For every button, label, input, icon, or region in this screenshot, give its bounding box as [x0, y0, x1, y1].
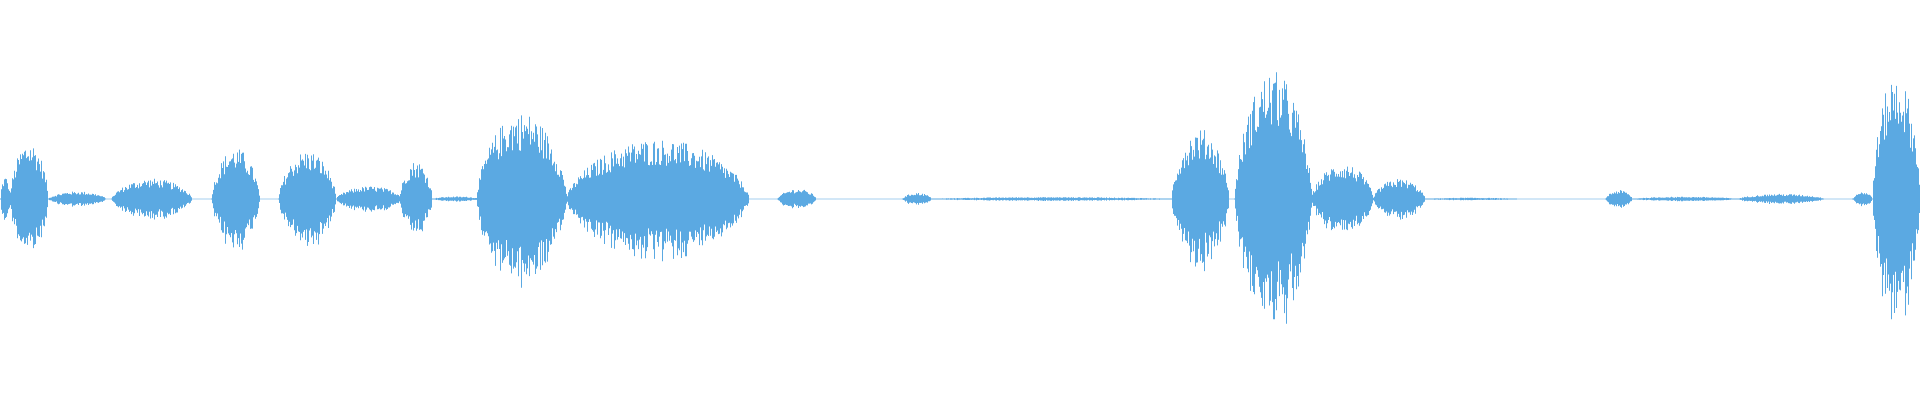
waveform-bars: [931, 197, 1172, 201]
waveform-bars: [48, 191, 106, 207]
waveform-bars: [9, 148, 48, 249]
waveform-bars: [1632, 196, 1738, 202]
waveform-segment: [399, 163, 432, 232]
waveform-bars: [1852, 192, 1872, 207]
waveform-bars: [1171, 130, 1229, 272]
waveform-bars: [399, 163, 432, 232]
waveform-bars: [432, 196, 480, 202]
waveform-bars: [1234, 72, 1312, 324]
waveform-segment: [432, 196, 480, 202]
waveform-segment: [931, 197, 1172, 201]
waveform-segment: [1311, 166, 1373, 231]
waveform-segment: [1737, 193, 1824, 204]
waveform-bars: [336, 186, 404, 212]
waveform-segment: [777, 189, 816, 209]
waveform-bars: [1424, 197, 1517, 201]
waveform-segment: [902, 193, 932, 205]
waveform-segment: [1424, 197, 1517, 201]
waveform-bars: [278, 153, 336, 246]
waveform-bars: [476, 115, 567, 288]
waveform-bars: [1372, 179, 1425, 220]
waveform-segment: [48, 191, 106, 207]
waveform-bars: [902, 193, 932, 205]
waveform-bars: [0, 178, 10, 220]
waveform-segment: [1852, 192, 1872, 207]
waveform-segment: [476, 115, 567, 288]
waveform-bars: [1872, 84, 1920, 320]
waveform-segment: [211, 149, 260, 250]
waveform-segment: [9, 148, 48, 249]
waveform-segment: [1171, 130, 1229, 272]
waveform-bars: [1605, 190, 1632, 208]
waveform-segment: [278, 153, 336, 246]
waveform-segment: [1872, 84, 1920, 320]
waveform-bars: [1737, 193, 1824, 204]
waveform-segment: [336, 186, 404, 212]
waveform-segment: [0, 178, 10, 220]
waveform-segment: [566, 140, 749, 262]
waveform-segment: [1605, 190, 1632, 208]
waveform-segment: [1632, 196, 1738, 202]
waveform-bars: [111, 178, 192, 220]
waveform-segment: [1372, 179, 1425, 220]
waveform-bars: [566, 140, 749, 262]
waveform-segment: [111, 178, 192, 220]
waveform-segment: [1234, 72, 1312, 324]
waveform-bars: [777, 189, 816, 209]
waveform-bars: [211, 149, 260, 250]
waveform-bars: [1311, 166, 1373, 231]
